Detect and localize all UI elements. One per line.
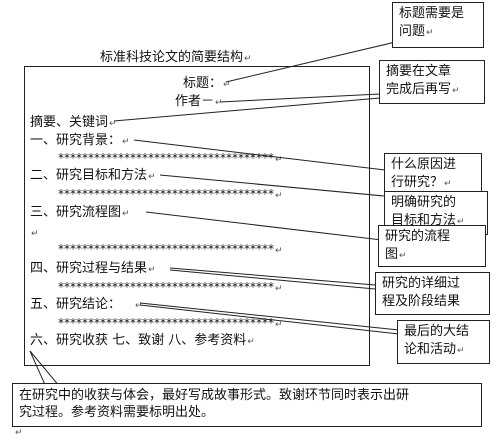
- placeholder-stars-5: ************************************↵: [58, 316, 283, 330]
- section-conclusion: 五、研究结论：↵: [30, 297, 143, 312]
- section-goals-methods: 二、研究目标和方法↵: [30, 168, 156, 183]
- callout-title-note: 标题需要是问题↵: [392, 2, 484, 48]
- callout-flowchart-note: 研究的流程图↵: [378, 225, 486, 267]
- callout-background-note: 什么原因进行研究？↵: [384, 153, 482, 197]
- callout-abstract-note: 摘要在文章完成后再写↵: [379, 60, 485, 104]
- placeholder-stars-3: ************************************↵: [58, 242, 283, 256]
- section-process-results: 四、研究过程与结果↵: [30, 261, 156, 276]
- end-paragraph-mark: ↵: [15, 428, 23, 438]
- callout-conclusion-note: 最后的大结论和活动↵: [397, 320, 490, 364]
- author-label: 作者－↵: [175, 94, 223, 109]
- placeholder-stars-4: ************************************↵: [58, 280, 283, 294]
- callout-bottom-note: 在研究中的收获与体会，最好写成故事形式。致谢环节同时表示出研究过程。参考资料需要…: [12, 383, 482, 427]
- callout-process-note: 研究的详细过程及阶段结果: [375, 272, 490, 315]
- section-background: 一、研究背景：↵: [30, 133, 130, 148]
- document-heading: 标准科技论文的简要结构↵: [100, 50, 252, 65]
- structure-frame: [24, 66, 370, 366]
- placeholder-stars-2: ************************************↵: [58, 187, 283, 201]
- empty-paragraph: ↵: [31, 229, 39, 239]
- placeholder-stars-1: ************************************↵: [58, 151, 283, 165]
- abstract-line: 摘要、关键词↵: [30, 115, 117, 130]
- section-harvest-thanks-references: 六、研究收获 七、致谢 八、参考资料↵: [30, 333, 255, 348]
- section-flowchart: 三、研究流程图↵: [30, 205, 130, 220]
- title-label: 标题：↵: [183, 76, 231, 91]
